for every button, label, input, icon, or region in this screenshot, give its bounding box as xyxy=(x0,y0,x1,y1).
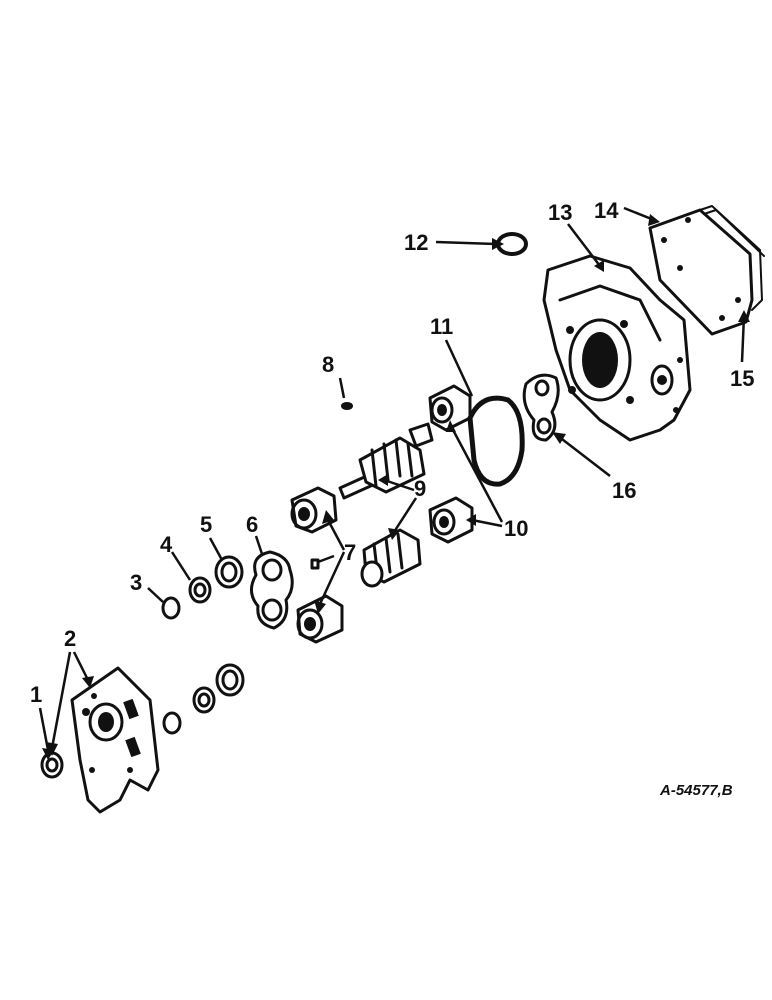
label-part-5: 5 xyxy=(200,512,212,537)
label-part-2: 2 xyxy=(64,626,76,651)
label-part-15: 15 xyxy=(730,366,754,391)
label-part-12: 12 xyxy=(404,230,428,255)
end-cover-plate xyxy=(70,666,160,814)
label-part-4: 4 xyxy=(160,532,173,557)
part-7-bushings xyxy=(290,486,344,644)
label-part-14: 14 xyxy=(594,198,619,223)
driven-gear xyxy=(360,528,422,588)
label-part-10: 10 xyxy=(504,516,528,541)
label-part-9: 9 xyxy=(414,476,426,501)
part-labels: 1 2 3 4 5 6 7 8 9 10 11 12 13 14 15 16 xyxy=(30,198,754,707)
label-part-11: 11 xyxy=(430,314,453,339)
part-13-pump-body xyxy=(542,254,692,442)
part-8-pin xyxy=(341,402,353,410)
label-part-1: 1 xyxy=(30,682,42,707)
label-part-8: 8 xyxy=(322,352,334,377)
reference-code: A-54577,B xyxy=(659,782,733,799)
part-14-cover-plate xyxy=(648,205,765,336)
label-part-6: 6 xyxy=(246,512,258,537)
label-part-16: 16 xyxy=(612,478,636,503)
part-1-washer xyxy=(40,751,64,779)
label-part-7: 7 xyxy=(344,540,356,565)
label-part-13: 13 xyxy=(548,200,572,225)
part-16-plate xyxy=(522,373,560,442)
seal-rings xyxy=(161,555,244,620)
part-6-wear-plate xyxy=(250,550,294,630)
lower-rings xyxy=(162,663,245,735)
label-part-3: 3 xyxy=(130,570,142,595)
part-11-gasket-ring xyxy=(467,395,525,487)
leader-lines xyxy=(38,206,750,760)
part-10-bushings xyxy=(428,384,474,544)
